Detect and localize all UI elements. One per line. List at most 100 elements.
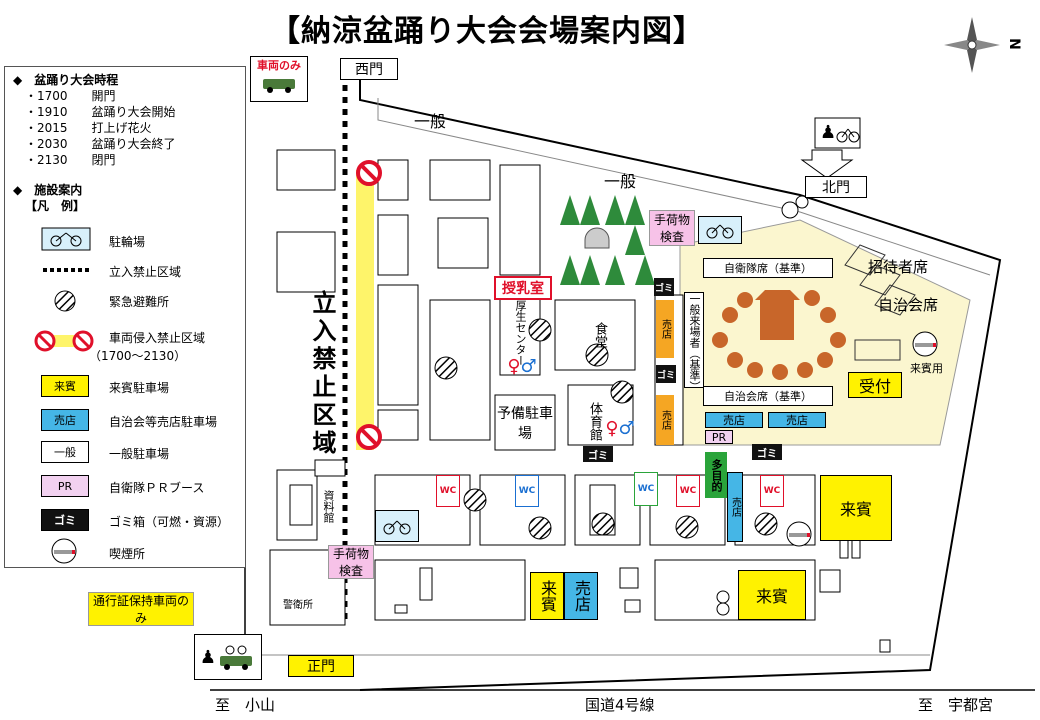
pr-booth: PR (705, 430, 733, 444)
wc-people-icon: ♀♂ (507, 355, 537, 377)
shop-parking: 売店 (564, 572, 598, 620)
wc-male-icon: WC (515, 475, 539, 507)
inner-road-line (377, 98, 991, 276)
schedule-item: ・2030 盆踊り大会終了 (25, 137, 176, 151)
pr-tag: PR (41, 475, 89, 497)
assoc-seat-label: 自治会席 (878, 296, 939, 314)
west-gate-sign: 西門 (340, 58, 398, 80)
restricted-line-icon (43, 268, 89, 272)
legend-guest: 来賓駐車場 (109, 381, 170, 395)
vehicles-only-sign: 車両のみ (250, 56, 308, 102)
tree-cluster (560, 195, 655, 285)
trash-box: ゴミ (752, 444, 782, 460)
smoking-icon (912, 331, 938, 357)
to-utsunomiya-label: 至 宇都宮 (918, 696, 994, 714)
legend-evac: 緊急避難所 (109, 295, 170, 309)
bicycle-parking-west (375, 510, 419, 542)
car-icon (263, 79, 295, 93)
evacuation-sites (434, 318, 778, 540)
general-parking-label: 一般 (604, 172, 637, 191)
restricted-area-label: 立入禁止区域 (308, 290, 336, 458)
baggage-check-south: 手荷物検査 (328, 545, 374, 579)
sdf-seats-label: 自衛隊席（基準） (703, 258, 833, 278)
smoking-icon (786, 521, 812, 547)
dining-label: 食堂 (592, 322, 607, 348)
pedestrian-icon: ♟ (820, 122, 837, 143)
main-gate-label: 正門 (288, 655, 354, 677)
vehicles-only-label: 車両のみ (257, 59, 301, 72)
multipurpose-wc: 多目的 (705, 452, 727, 498)
north-gate-label: 北門 (805, 176, 867, 198)
general-visitors-label: 一般来場者（基準） (684, 292, 704, 392)
north-entry-arrow (800, 149, 854, 179)
wc-female-icon: WC (436, 475, 460, 507)
bicycle-icon (836, 128, 860, 143)
trash-box: ゴミ (583, 446, 613, 462)
bicycle-parking-north (698, 216, 742, 244)
wc-people-icon: ♀♂ (605, 417, 635, 439)
legend-trash: ゴミ箱（可燃・資源） (109, 515, 230, 529)
route4-label: 国道4号線 (585, 696, 655, 714)
shop-stall: 売店 (768, 412, 826, 428)
key-heading: 【凡 例】 (25, 199, 86, 213)
schedule-item: ・2015 打上げ花火 (25, 121, 152, 135)
main-gate-entry-icons: ♟ (194, 634, 262, 680)
guardhouse-label: 警衛所 (283, 600, 313, 611)
wc-female-icon: WC (760, 475, 784, 507)
gym-label: 体育館 (587, 402, 602, 441)
pass-holders-sign: 通行証保持車両のみ (88, 592, 194, 626)
bon-dance-circle (712, 290, 846, 380)
general-tag: 一般 (41, 441, 89, 463)
wc-icon: WC (634, 472, 658, 506)
trash-tag: ゴミ (41, 509, 89, 531)
bicycle-icon (41, 227, 91, 251)
legend-restricted: 立入禁止区域 (109, 265, 182, 279)
general-parking-label: 一般 (414, 112, 447, 131)
guest-use-label: 来賓用 (910, 362, 943, 375)
guest-tag: 来賓 (41, 375, 89, 397)
assoc-seats-label: 自治会席（基準） (703, 386, 833, 406)
schedule-item: ・1910 盆踊り大会開始 (25, 105, 176, 119)
north-gate-sign (814, 117, 861, 149)
reserve-parking-label: 予備駐車場 (497, 406, 553, 442)
shop-stall: 売店 (705, 412, 763, 428)
archives-label: 資料館 (322, 490, 335, 523)
car-icon (220, 645, 253, 670)
schedule-item: ・1700 開門 (25, 89, 116, 103)
building (289, 484, 313, 526)
wc-female-icon: WC (676, 475, 700, 507)
legend-bicycle: 駐輪場 (109, 235, 146, 249)
no-entry-signs (356, 160, 382, 450)
schedule-heading: ◆ 盆踊り大会時程 (13, 73, 119, 87)
site-boundary (359, 75, 1002, 691)
guest-parking: 来賓 (738, 570, 806, 620)
facility-heading: ◆ 施設案内 (13, 183, 83, 197)
building (276, 149, 336, 191)
reserve-parking (494, 394, 556, 451)
welfare-center-label: 厚生センター (514, 300, 527, 366)
building (276, 231, 336, 293)
guest-tents (844, 244, 916, 361)
smoking-icon (51, 538, 77, 564)
guest-seats-label: 招待者席 (868, 258, 929, 276)
legend-shop: 自治会等売店駐車場 (109, 415, 218, 429)
schedule-item: ・2130 閉門 (25, 153, 116, 167)
guest-parking: 来賓 (530, 572, 564, 620)
shop-stall-vertical: 売店 (656, 300, 674, 358)
shop-tag: 売店 (41, 409, 89, 431)
north-mark: N (1005, 38, 1022, 50)
legend-pr: 自衛隊ＰＲブース (109, 481, 205, 495)
trash-box: ゴミ (656, 365, 676, 383)
no-entry-icon (34, 330, 94, 352)
evacuation-icon (54, 290, 76, 312)
guest-parking: 来賓 (820, 475, 892, 541)
legend-general: 一般駐車場 (109, 447, 170, 461)
shop-stall-vertical: 売店 (727, 472, 743, 542)
reception-label: 受付 (848, 372, 902, 398)
bicycle-icon (383, 520, 411, 535)
page-title: 【納涼盆踊り大会会場案内図】 (270, 14, 704, 49)
legend-smoking: 喫煙所 (109, 547, 146, 561)
nursing-room-label: 授乳室 (494, 276, 552, 300)
pedestrian-icon: ♟ (199, 646, 217, 668)
legend-no-entry-time: （1700～2130） (89, 349, 187, 363)
